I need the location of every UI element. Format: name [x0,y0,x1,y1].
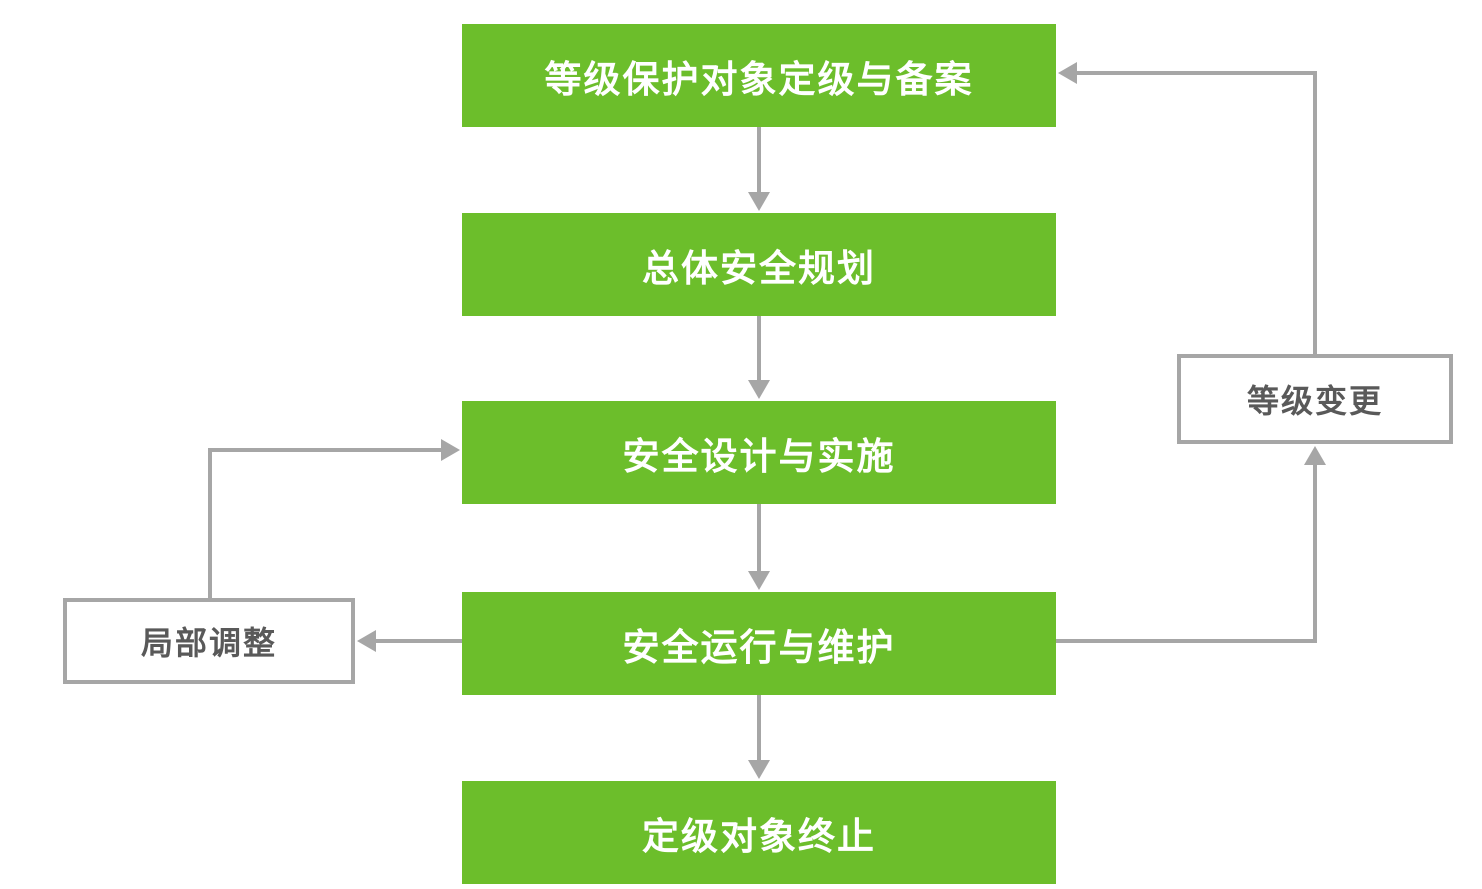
connector-planning-to-design [748,316,770,399]
flow-step-label: 安全运行与维护 [622,626,896,668]
side-node-partial-adjustment: 局部调整 [63,598,355,684]
flow-step-object-termination: 定级对象终止 [462,781,1056,884]
flow-step-overall-planning: 总体安全规划 [462,213,1056,316]
connector-partial-adjustment-to-design [208,439,460,598]
flow-step-label: 安全设计与实施 [622,435,896,477]
flow-step-grading-filing: 等级保护对象定级与备案 [462,24,1056,127]
side-node-label: 局部调整 [140,625,277,661]
connector-grade-change-to-grading [1058,62,1317,354]
connector-operation-to-partial-adjustment [357,630,462,652]
flow-step-operation-maintenance: 安全运行与维护 [462,592,1056,695]
connector-grading-to-planning [748,127,770,211]
flow-step-label: 总体安全规划 [642,247,876,289]
connector-operation-to-grade-change [1056,446,1326,643]
connector-design-to-operation [748,504,770,590]
flow-step-design-implementation: 安全设计与实施 [462,401,1056,504]
connector-operation-to-termination [748,695,770,779]
flow-step-label: 定级对象终止 [642,815,876,857]
side-node-label: 等级变更 [1246,383,1383,419]
flow-step-label: 等级保护对象定级与备案 [544,58,974,100]
side-node-grade-change: 等级变更 [1177,354,1453,444]
